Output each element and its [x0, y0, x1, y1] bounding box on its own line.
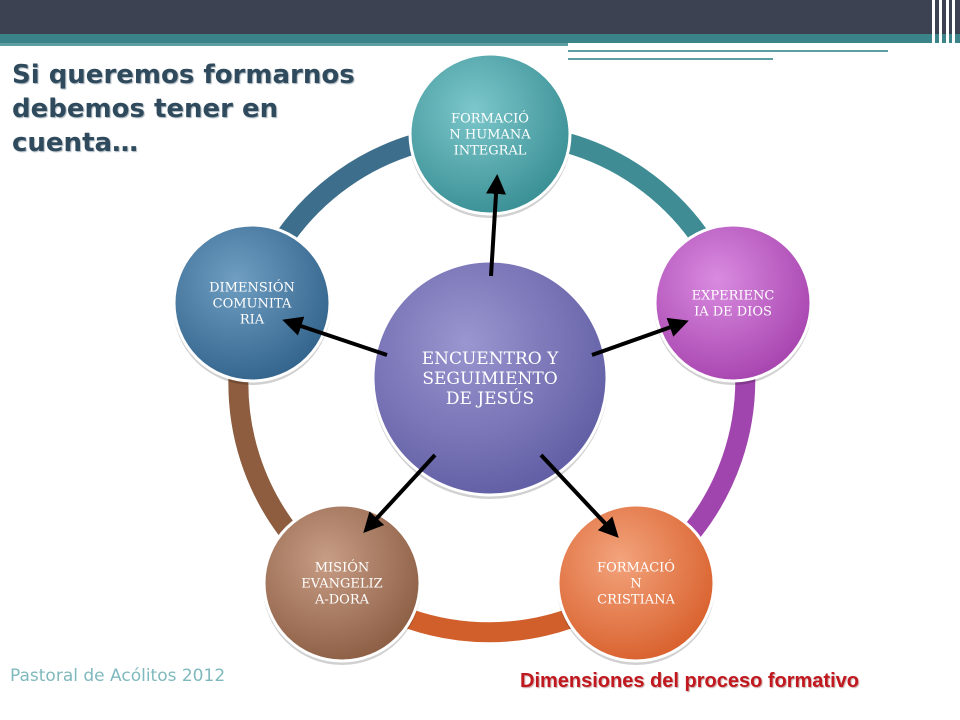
node-formacion-humana-integral-label-line-1: FORMACIÓ: [451, 110, 529, 127]
decor-line-3: [568, 58, 773, 60]
node-dimension-comunitaria-label-line-2: COMUNITA: [213, 297, 292, 312]
arrow-to-mision-evangelizadora: [363, 453, 437, 533]
center-node-label-line-1: ENCUENTRO Y: [422, 349, 559, 369]
arrow-to-formacion-cristiana: [539, 453, 619, 538]
node-formacion-cristiana-label-line-2: N: [630, 577, 641, 592]
decor-line-1: [0, 43, 568, 46]
node-formacion-humana-integral-label-line-2: N HUMANA: [449, 128, 531, 143]
node-experiencia-de-dios-label-line-1: EXPERIENC: [692, 289, 775, 304]
top-bar-stripe: [0, 34, 960, 43]
top-bar: [0, 0, 960, 34]
center-node-label-line-3: DE JESÚS: [446, 388, 534, 409]
node-formacion-humana-integral-label-line-3: INTEGRAL: [454, 144, 527, 159]
node-experiencia-de-dios-label-line-2: IA DE DIOS: [694, 305, 772, 320]
center-node-label-line-2: SEGUIMIENTO: [422, 369, 557, 389]
node-formacion-cristiana-label-line-1: FORMACIÓ: [597, 559, 675, 576]
node-dimension-comunitaria-label-line-1: DIMENSIÓN: [209, 279, 295, 296]
arrow-to-dimension-comunitaria: [282, 316, 388, 357]
node-mision-evangelizadora-label-line-1: MISIÓN: [315, 559, 370, 576]
node-mision-evangelizadora-label-line-3: A-DORA: [314, 593, 370, 608]
node-mision-evangelizadora-label-line-2: EVANGELIZ: [301, 577, 382, 592]
arrow-to-formacion-humana-integral: [486, 174, 507, 277]
node-dimension-comunitaria-label-line-3: RIA: [240, 313, 265, 328]
slide-caption: Dimensiones del proceso formativo: [520, 670, 859, 692]
slide-title: Si queremos formarnos debemos tener en c…: [12, 60, 355, 158]
decor-line-2: [568, 50, 888, 52]
node-formacion-cristiana-label-line-3: CRISTIANA: [597, 593, 675, 608]
arrow-layer: [282, 174, 689, 538]
footer-text: Pastoral de Acólitos 2012: [10, 666, 226, 686]
arrow-to-experiencia-de-dios: [591, 317, 689, 357]
decor-vertical-lines: [930, 0, 956, 66]
